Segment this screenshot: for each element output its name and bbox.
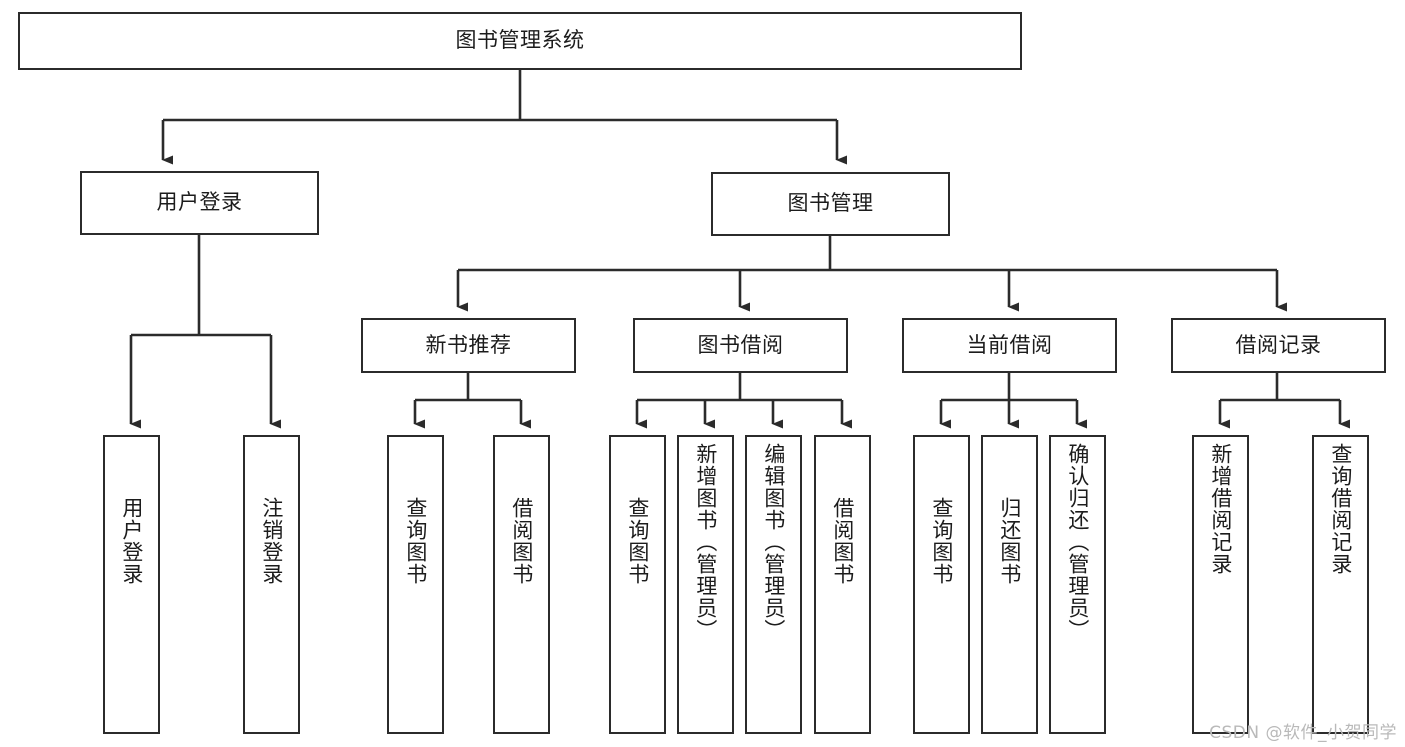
node-book-management[interactable]: 图书管理 (711, 172, 950, 236)
node-label: 查询借阅记录 (1328, 443, 1353, 575)
node-leaf-logout-login[interactable]: 注销登录 (243, 435, 300, 734)
node-label: 当前借阅 (966, 332, 1053, 357)
node-label: 用户登录 (156, 190, 243, 215)
node-leaf-add-borrow-record[interactable]: 新增借阅记录 (1192, 435, 1249, 734)
node-label: 编辑图书（管理员） (761, 443, 786, 641)
node-label: 借阅记录 (1235, 332, 1322, 357)
node-label: 查询图书 (929, 497, 954, 585)
node-label: 图书借阅 (697, 332, 784, 357)
node-leaf-query-book-recommend[interactable]: 查询图书 (387, 435, 444, 734)
node-leaf-query-borrow-record[interactable]: 查询借阅记录 (1312, 435, 1369, 734)
node-new-book-recommend[interactable]: 新书推荐 (361, 318, 576, 373)
node-label: 新增借阅记录 (1208, 443, 1233, 575)
node-current-borrow[interactable]: 当前借阅 (902, 318, 1117, 373)
node-label: 注销登录 (259, 497, 284, 585)
node-root-library-system[interactable]: 图书管理系统 (18, 12, 1022, 70)
node-leaf-query-book-current[interactable]: 查询图书 (913, 435, 970, 734)
node-label: 查询图书 (625, 497, 650, 585)
node-leaf-user-login[interactable]: 用户登录 (103, 435, 160, 734)
node-leaf-edit-book-admin[interactable]: 编辑图书（管理员） (745, 435, 802, 734)
node-label: 新增图书（管理员） (693, 443, 718, 641)
node-leaf-return-book[interactable]: 归还图书 (981, 435, 1038, 734)
node-leaf-add-book-admin[interactable]: 新增图书（管理员） (677, 435, 734, 734)
node-label: 借阅图书 (509, 497, 534, 585)
node-user-login[interactable]: 用户登录 (80, 171, 319, 235)
node-label: 归还图书 (997, 497, 1022, 585)
node-leaf-confirm-return-admin[interactable]: 确认归还（管理员） (1049, 435, 1106, 734)
node-label: 图书管理 (787, 191, 874, 216)
node-label: 新书推荐 (425, 332, 512, 357)
node-leaf-borrow-book-borrow[interactable]: 借阅图书 (814, 435, 871, 734)
node-label: 确认归还（管理员） (1065, 443, 1090, 641)
csdn-watermark: CSDN @软件_小贺同学 (1209, 723, 1397, 743)
node-leaf-query-book-borrow[interactable]: 查询图书 (609, 435, 666, 734)
node-label: 查询图书 (403, 497, 428, 585)
node-label: 用户登录 (119, 497, 144, 585)
node-label: 图书管理系统 (455, 28, 585, 53)
node-leaf-borrow-book-recommend[interactable]: 借阅图书 (493, 435, 550, 734)
node-borrow-record[interactable]: 借阅记录 (1171, 318, 1386, 373)
node-book-borrow[interactable]: 图书借阅 (633, 318, 848, 373)
node-label: 借阅图书 (830, 497, 855, 585)
